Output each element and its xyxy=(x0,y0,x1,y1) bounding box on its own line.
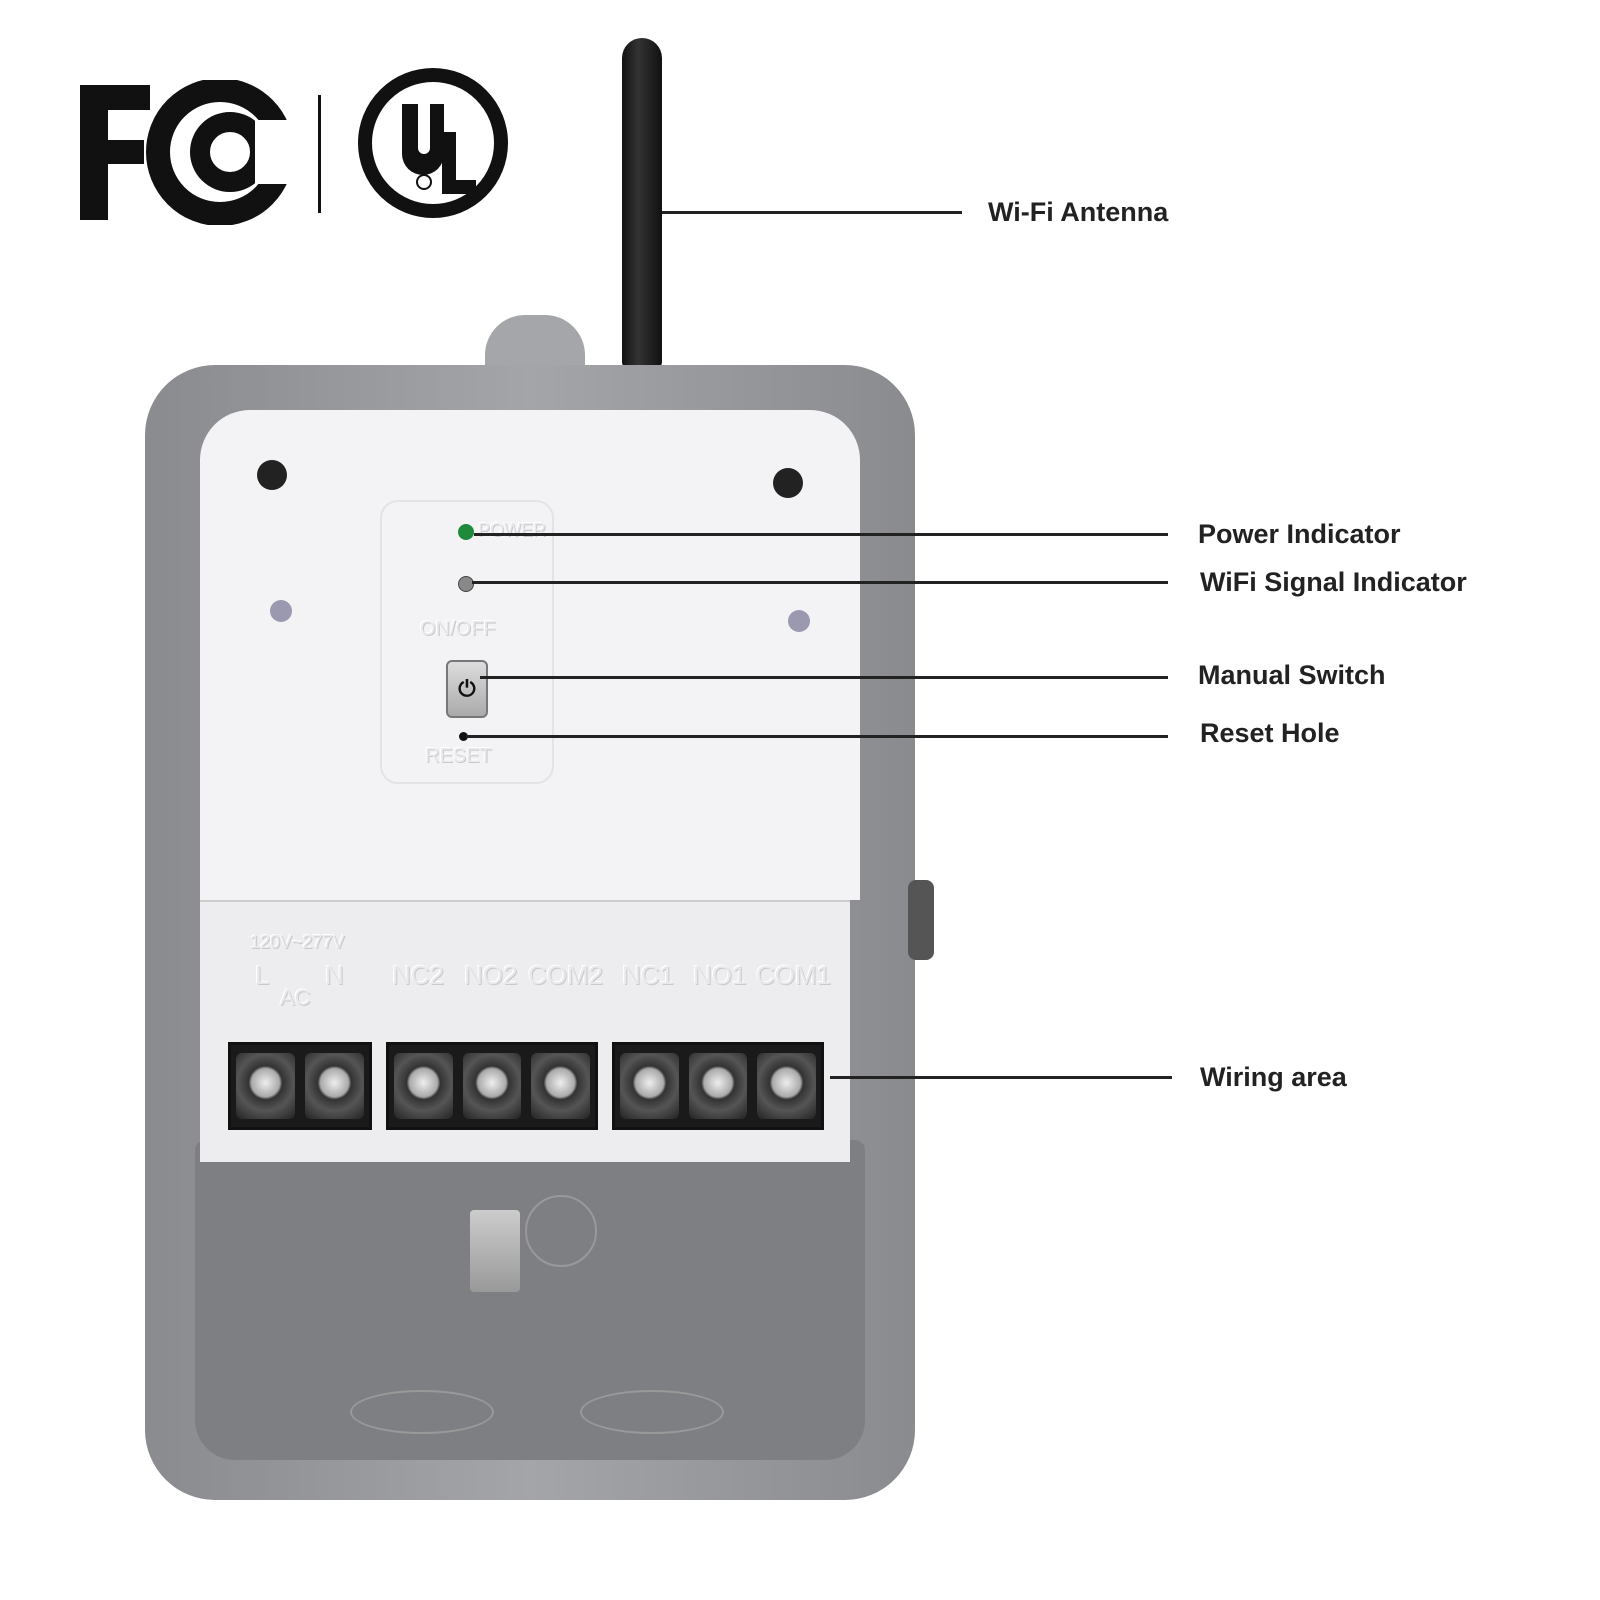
terminal-block-relay1 xyxy=(612,1042,824,1130)
wifi-led xyxy=(458,576,474,592)
label-reset-hole: Reset Hole xyxy=(1200,718,1340,748)
onoff-text: ON/OFF xyxy=(420,618,496,640)
terminal-block-ac xyxy=(228,1042,372,1130)
ac-text: AC xyxy=(280,985,311,1010)
terminal-screw[interactable] xyxy=(394,1053,453,1119)
label-manual-switch: Manual Switch xyxy=(1198,660,1386,690)
terminal-screw[interactable] xyxy=(462,1053,522,1119)
terminal-label-NC2: NC2 xyxy=(392,960,445,990)
label-wifi-antenna: Wi-Fi Antenna xyxy=(988,197,1169,227)
reset-text: RESET xyxy=(425,745,492,767)
manual-switch-button[interactable]: ⏻ xyxy=(446,660,488,718)
screw-hole xyxy=(788,610,810,632)
terminal-screw[interactable] xyxy=(688,1053,748,1119)
reset-hole[interactable] xyxy=(459,732,468,741)
terminal-label-NO1: NO1 xyxy=(693,960,747,990)
terminal-label-COM1: COM1 xyxy=(756,960,832,990)
device-panel xyxy=(200,410,860,900)
side-knob xyxy=(908,880,934,960)
label-wifi-signal-indicator: WiFi Signal Indicator xyxy=(1200,567,1467,597)
callout-line-antenna xyxy=(662,211,962,214)
mount-hole xyxy=(257,460,287,490)
terminal-label-L: L xyxy=(255,960,270,990)
label-wiring-area: Wiring area xyxy=(1200,1062,1347,1092)
label-power-indicator: Power Indicator xyxy=(1198,519,1401,549)
enclosure-inner xyxy=(195,1140,865,1460)
ul-logo xyxy=(358,68,508,218)
callout-line-wifi xyxy=(472,581,1168,584)
ground-clamp xyxy=(470,1210,520,1292)
wifi-antenna xyxy=(622,38,662,368)
terminal-screw[interactable] xyxy=(531,1053,591,1119)
logo-divider xyxy=(318,95,321,213)
power-text: POWER xyxy=(478,520,547,540)
terminal-label-COM2: COM2 xyxy=(528,960,604,990)
power-led xyxy=(458,524,474,540)
terminal-screw[interactable] xyxy=(305,1053,364,1119)
terminal-block-relay2 xyxy=(386,1042,598,1130)
voltage-text: 120V~277V xyxy=(250,932,345,952)
callout-line-wiring xyxy=(830,1076,1172,1079)
callout-line-switch xyxy=(480,676,1168,679)
terminal-label-NC1: NC1 xyxy=(622,960,675,990)
knockout xyxy=(580,1390,724,1434)
terminal-screw[interactable] xyxy=(236,1053,295,1119)
terminal-label-NO2: NO2 xyxy=(464,960,518,990)
mount-hole xyxy=(773,468,803,498)
terminal-screw[interactable] xyxy=(620,1053,679,1119)
fcc-logo xyxy=(80,78,295,226)
screw-hole xyxy=(270,600,292,622)
terminal-label-N: N xyxy=(325,960,344,990)
callout-line-reset xyxy=(466,735,1168,738)
ground-symbol xyxy=(525,1195,597,1267)
terminal-screw[interactable] xyxy=(757,1053,817,1119)
callout-line-power xyxy=(474,533,1168,536)
knockout xyxy=(350,1390,494,1434)
control-area xyxy=(380,500,554,784)
